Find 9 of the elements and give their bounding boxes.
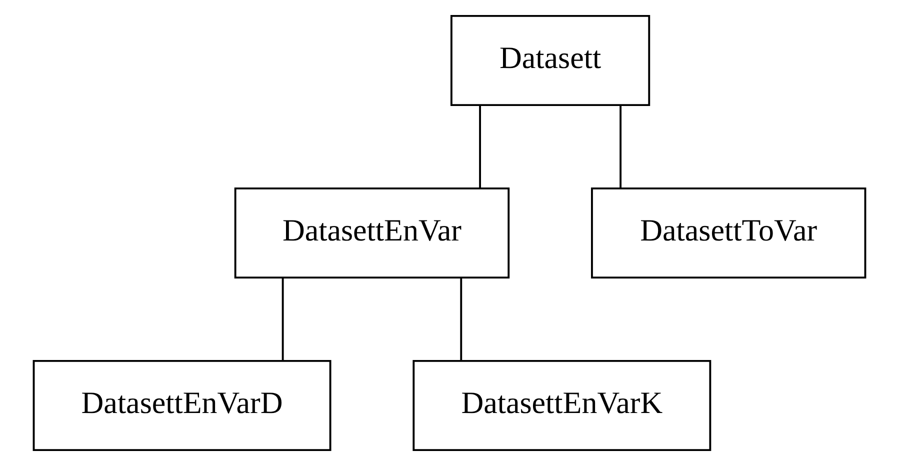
node-box: DatasettEnVar — [234, 187, 510, 279]
connector — [460, 278, 462, 360]
node-box: DatasettEnVarK — [412, 360, 712, 452]
connector — [620, 106, 622, 188]
node-box: DatasettEnVarD — [32, 360, 332, 452]
connector — [282, 278, 284, 360]
connector — [479, 106, 481, 188]
node-box: Datasett — [450, 14, 650, 106]
node-box: DatasettToVar — [591, 187, 866, 279]
